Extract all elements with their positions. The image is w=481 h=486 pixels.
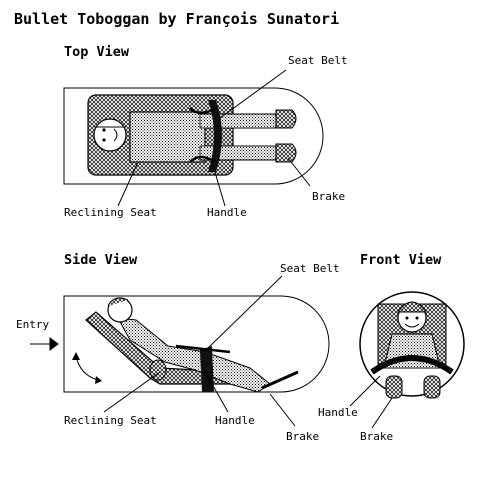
top-seat-belt (208, 100, 222, 172)
side-label-reclining-seat: Reclining Seat (64, 414, 157, 427)
front-brake-right (423, 375, 441, 399)
top-label-handle: Handle (207, 206, 247, 219)
front-view: Front View Handle Brake (318, 252, 465, 443)
side-label-brake: Brake (286, 430, 319, 443)
top-view: Top View Seat Belt Brake Reclining S (63, 44, 348, 219)
top-rider-body (129, 111, 206, 163)
top-brake-upper (275, 109, 297, 129)
side-view: Side View Entry Seat Belt Rec (16, 252, 340, 443)
top-hull (63, 87, 324, 185)
top-rider-leg-lower (199, 145, 278, 161)
front-view-heading: Front View (360, 252, 442, 268)
top-rider-leg-upper (199, 113, 278, 129)
entry-arrow-icon (30, 337, 59, 351)
side-view-heading: Side View (64, 252, 138, 268)
front-handle (370, 355, 454, 375)
side-label-entry: Entry (16, 318, 49, 331)
top-view-heading: Top View (64, 44, 130, 60)
top-handle (189, 106, 216, 164)
side-hull (63, 295, 330, 393)
top-label-reclining-seat: Reclining Seat (64, 206, 157, 219)
front-label-handle: Handle (318, 406, 358, 419)
side-handle (175, 344, 231, 354)
top-brake-lower (275, 143, 297, 163)
top-label-brake: Brake (312, 190, 345, 203)
side-label-seat-belt: Seat Belt (280, 262, 340, 275)
front-hull (359, 291, 465, 397)
top-label-seat-belt: Seat Belt (288, 54, 348, 67)
side-brake (261, 370, 299, 390)
top-rider-head (93, 118, 127, 152)
front-label-brake: Brake (360, 430, 393, 443)
side-label-handle: Handle (215, 414, 255, 427)
front-brake-left (385, 375, 403, 399)
diagram-title: Bullet Toboggan by François Sunatori (14, 10, 339, 28)
